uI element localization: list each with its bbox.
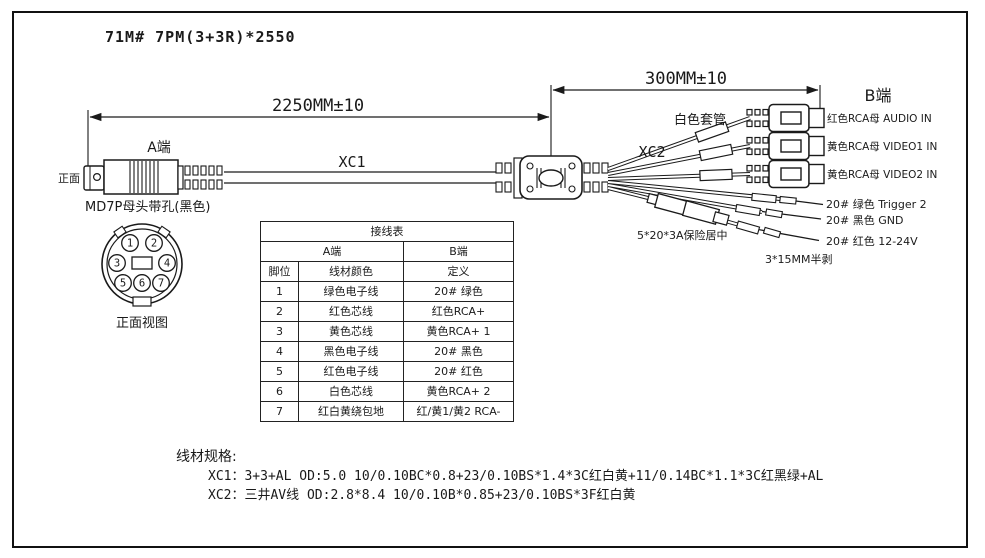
- svg-text:4: 4: [164, 258, 170, 270]
- connector-hole: [92, 173, 101, 182]
- pin-2: 2: [145, 234, 163, 252]
- rca-video2: [746, 159, 825, 189]
- front-view-label: 正面视图: [116, 316, 168, 331]
- stripped-tips: [749, 198, 824, 242]
- svg-text:3: 3: [114, 258, 120, 270]
- def-cell: 黄色RCA+ 1: [402, 321, 515, 342]
- color-cell: 红色芯线: [298, 301, 404, 322]
- strip-label: 3*15MM半剥: [765, 252, 832, 266]
- cable-xc1-label: XC1: [338, 153, 365, 171]
- a-end-connector: 正面 MD7P母头带孔(黑色): [58, 159, 223, 215]
- dimension-xc2: 300MM±10: [552, 69, 821, 112]
- rca-audio: [746, 103, 825, 133]
- col-header-color: 线材颜色: [298, 261, 404, 282]
- svg-text:6: 6: [139, 278, 145, 290]
- pin-cell: 5: [260, 361, 299, 382]
- shield-slot: [131, 256, 153, 270]
- b-end-header: B端: [402, 241, 515, 262]
- pin-7: 7: [152, 274, 170, 292]
- wire-trigger-label: 20# 绿色 Trigger 2: [826, 197, 927, 211]
- pin-6: 6: [133, 274, 151, 292]
- def-cell: 20# 绿色: [402, 281, 515, 302]
- connector-knurl: [129, 161, 159, 193]
- rca-audio-label: 红色RCA母 AUDIO IN: [827, 112, 932, 125]
- drawing-border: [12, 11, 968, 548]
- specs-heading: 线材规格:: [176, 449, 237, 465]
- color-cell: 绿色电子线: [298, 281, 404, 302]
- dimension-xc1-value: 2250MM±10: [272, 96, 364, 116]
- connector-body: [103, 159, 179, 195]
- rca-video1: [746, 131, 825, 161]
- key-notch: [132, 296, 152, 307]
- rca-video1-label: 黄色RCA母 VIDEO1 IN: [827, 140, 937, 153]
- color-cell: 红色电子线: [298, 361, 404, 382]
- sleeve-label: 白色套管: [674, 112, 726, 128]
- pin-front-view: 1 2 3 4 5 6 7 正面视图: [101, 223, 183, 331]
- svg-text:2: 2: [151, 238, 157, 250]
- b-end-label: B端: [865, 86, 892, 105]
- rca-video2-label: 黄色RCA母 VIDEO2 IN: [827, 168, 937, 181]
- dimension-xc1: 2250MM±10: [87, 85, 552, 170]
- cable-xc2-label: XC2: [638, 143, 665, 161]
- pin-cell: 7: [260, 401, 299, 422]
- col-header-pin: 脚位: [260, 261, 299, 282]
- color-cell: 黑色电子线: [298, 341, 404, 362]
- spec-xc1: XC1：3+3+AL OD:5.0 10/0.10BC*0.8+23/0.10B…: [208, 468, 824, 484]
- crimp-ferrules: [734, 192, 797, 239]
- wire-specs: 线材规格: XC1：3+3+AL OD:5.0 10/0.10BC*0.8+23…: [176, 449, 824, 503]
- a-end-label: A端: [147, 140, 171, 156]
- front-label: 正面: [58, 172, 80, 185]
- table-title: 接线表: [259, 221, 515, 242]
- junction-molding: [495, 155, 609, 200]
- pin-cell: 4: [260, 341, 299, 362]
- color-cell: 黄色芯线: [298, 321, 404, 342]
- pin-cell: 3: [260, 321, 299, 342]
- fuse-holder: [646, 192, 730, 226]
- a-end-connector-label: MD7P母头带孔(黑色): [85, 199, 210, 215]
- svg-text:5: 5: [120, 278, 126, 290]
- svg-text:7: 7: [158, 278, 164, 290]
- pin-1: 1: [121, 234, 139, 252]
- pin-5: 5: [114, 274, 132, 292]
- color-cell: 红白黄绕包地: [298, 401, 404, 422]
- pin-cell: 2: [260, 301, 299, 322]
- strain-relief: [184, 165, 223, 190]
- def-cell: 红色RCA+: [402, 301, 515, 322]
- col-header-def: 定义: [402, 261, 515, 282]
- wire-gnd-label: 20# 黑色 GND: [826, 213, 903, 227]
- def-cell: 20# 红色: [402, 361, 515, 382]
- white-sleeves: [694, 121, 734, 182]
- drawing-title: 71M# 7PM(3+3R)*2550: [105, 28, 296, 46]
- pin-cell: 6: [260, 381, 299, 402]
- color-cell: 白色芯线: [298, 381, 404, 402]
- wire-power-label: 20# 红色 12-24V: [826, 234, 918, 248]
- pin-4: 4: [158, 254, 176, 272]
- a-end-header: A端: [260, 241, 404, 262]
- def-cell: 黄色RCA+ 2: [402, 381, 515, 402]
- fuse-label: 5*20*3A保险居中: [637, 228, 728, 242]
- pin-cell: 1: [260, 281, 299, 302]
- spec-xc2: XC2：三井AV线 OD:2.8*8.4 10/0.10B*0.85+23/0.…: [208, 487, 636, 503]
- dimension-xc2-value: 300MM±10: [645, 69, 727, 89]
- svg-text:1: 1: [127, 238, 133, 250]
- def-cell: 20# 黑色: [402, 341, 515, 362]
- def-cell: 红/黄1/黄2 RCA-: [402, 401, 515, 422]
- pin-3: 3: [108, 254, 126, 272]
